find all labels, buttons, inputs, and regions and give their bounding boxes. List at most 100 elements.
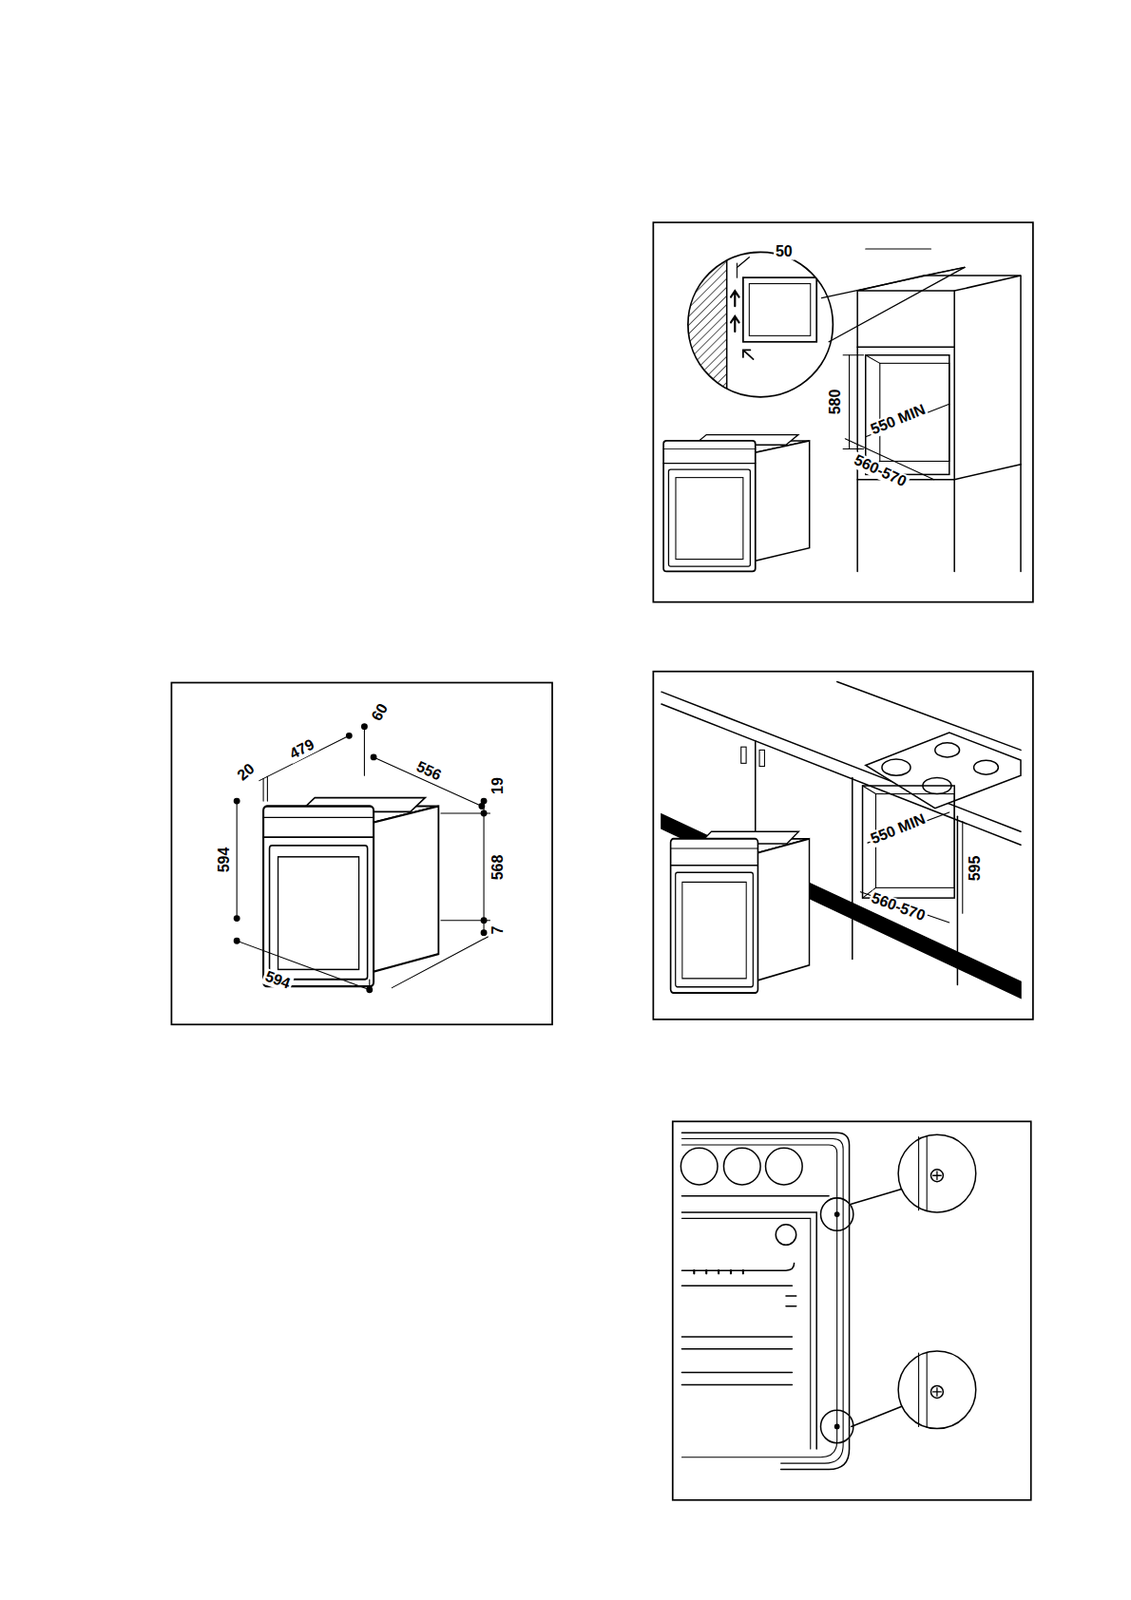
oven-dimensions-panel-part (233, 916, 239, 921)
under-counter-panel-part (851, 777, 854, 959)
oven-dimensions-panel-part (346, 733, 352, 739)
tall-cabinet-panel-part (865, 249, 932, 250)
under-counter-panel-part (661, 704, 1021, 845)
tall-cabinet-panel-part (843, 354, 863, 356)
fixing-screws-panel (672, 1121, 1032, 1500)
tall-cabinet-panel-part (857, 345, 955, 348)
under-counter-panel-part (741, 747, 747, 764)
dimension-label: 550 MIN (866, 402, 930, 441)
tall-cabinet-panel-part (865, 355, 950, 476)
under-counter-panel-part (652, 671, 1034, 1020)
fixing-screws-panel-part (672, 1121, 1032, 1500)
tall-cabinet-panel-part (865, 355, 881, 365)
oven-dimensions-panel-part (483, 801, 485, 934)
under-counter-panel-part (974, 760, 999, 775)
oven-dimensions-panel-part (267, 776, 269, 802)
tall-cabinet-panel-part (663, 435, 810, 573)
oven-dimensions-panel-part (263, 778, 265, 802)
fixing-screws-panel-part (930, 1385, 943, 1399)
oven-dimensions-panel-part (480, 798, 486, 804)
tall-cabinet-panel-part (822, 267, 965, 298)
under-counter-panel-part (759, 749, 765, 767)
under-counter-panel (652, 671, 1034, 1020)
tall-cabinet-panel-part-part (730, 290, 740, 307)
oven-dimensions-panel-part (236, 801, 238, 920)
under-counter-panel-part (862, 785, 877, 795)
oven-dimensions-panel-part (391, 937, 488, 989)
fixing-screws-panel-part (835, 1212, 840, 1217)
fixing-screws-panel-part (681, 1337, 792, 1385)
tall-cabinet-panel-part-part (726, 245, 729, 409)
under-counter-panel-part (881, 759, 911, 776)
under-counter-panel-part (865, 732, 1021, 808)
tall-cabinet-panel-part (652, 222, 1034, 603)
dimension-label: 20 (232, 760, 259, 786)
under-counter-panel-part (935, 743, 960, 758)
fixing-screws-panel-part (835, 1424, 840, 1429)
fixing-screws-panel-part (919, 1352, 928, 1428)
dimension-label: 595 (966, 854, 983, 884)
dimension-label: 19 (490, 775, 507, 797)
oven-dimensions-panel-part (233, 798, 239, 804)
oven-dimensions-panel (171, 683, 553, 1026)
tall-cabinet-panel-part-part (743, 277, 817, 343)
tall-cabinet-panel-part (953, 290, 956, 572)
dimension-label: 594 (261, 968, 295, 994)
oven-dimensions-panel-part (236, 940, 370, 991)
fixing-screws-panel-part (681, 1145, 837, 1458)
under-counter-panel-part (862, 785, 956, 899)
fixing-screws-panel-part (820, 1410, 853, 1443)
tall-cabinet-panel-part (856, 290, 859, 572)
oven-dimensions-panel-part (263, 798, 439, 988)
oven-dimensions-panel-part (440, 812, 491, 814)
fixing-screws-panel-part (681, 1212, 817, 1450)
dimension-label: 60 (367, 699, 392, 726)
tall-cabinet-panel-part-part (743, 349, 754, 360)
fixing-screws-panel-part (820, 1198, 853, 1231)
dimension-label: 560-570 (867, 889, 930, 925)
dimension-label: 50 (773, 244, 795, 261)
fixing-screws-panel-part (930, 1169, 943, 1183)
dimension-label: 560-570 (849, 451, 911, 492)
under-counter-panel-part (661, 691, 1021, 832)
dimension-label: 594 (216, 845, 233, 876)
oven-dimensions-panel-part (364, 727, 365, 777)
oven-dimensions-panel-part (373, 757, 482, 807)
tall-cabinet-panel-part-part (748, 284, 810, 337)
fixing-screws-panel-part (681, 1264, 796, 1307)
illustration-part (171, 222, 1033, 1501)
fixing-screws-panel-part (766, 1148, 804, 1186)
fixing-screws-panel-part (723, 1148, 761, 1186)
fixing-screws-panel-part (898, 1351, 977, 1430)
dimension-label: 580 (826, 387, 844, 418)
tall-cabinet-panel-part (1019, 275, 1022, 572)
dimension-label: 568 (490, 853, 507, 883)
dimension-label: 556 (412, 758, 446, 786)
fixing-screws-panel-part (919, 1135, 928, 1211)
fixing-screws-panel-part (681, 1218, 810, 1450)
tall-cabinet-panel-part (828, 267, 965, 342)
tall-cabinet-panel-part-part (730, 316, 740, 332)
tall-cabinet-panel-part (686, 245, 817, 409)
oven-dimensions-panel-part (233, 939, 239, 944)
oven-dimensions-panel-part (370, 754, 376, 760)
tall-cabinet-panel-part (857, 275, 1021, 291)
under-counter-panel-part (837, 681, 1021, 750)
under-counter-panel-part (961, 822, 963, 915)
fixing-screws-panel-part (681, 1195, 829, 1198)
dimension-label: 479 (285, 736, 319, 765)
tall-cabinet-panel-part (736, 257, 749, 269)
oven-dimensions-panel-part (440, 920, 491, 921)
under-counter-panel-part (661, 814, 1021, 998)
fixing-screws-panel-part (775, 1225, 796, 1246)
fixing-screws-panel-part (933, 1171, 942, 1181)
fixing-screws-panel-part (680, 1148, 718, 1186)
tall-cabinet-panel (652, 222, 1034, 603)
fixing-screws-panel-part (693, 1270, 744, 1274)
tall-cabinet-panel-part (954, 464, 1021, 480)
oven-dimensions-panel-part (171, 683, 553, 1026)
fixing-screws-panel-part (851, 1188, 903, 1205)
tall-cabinet-panel-part (843, 448, 863, 450)
